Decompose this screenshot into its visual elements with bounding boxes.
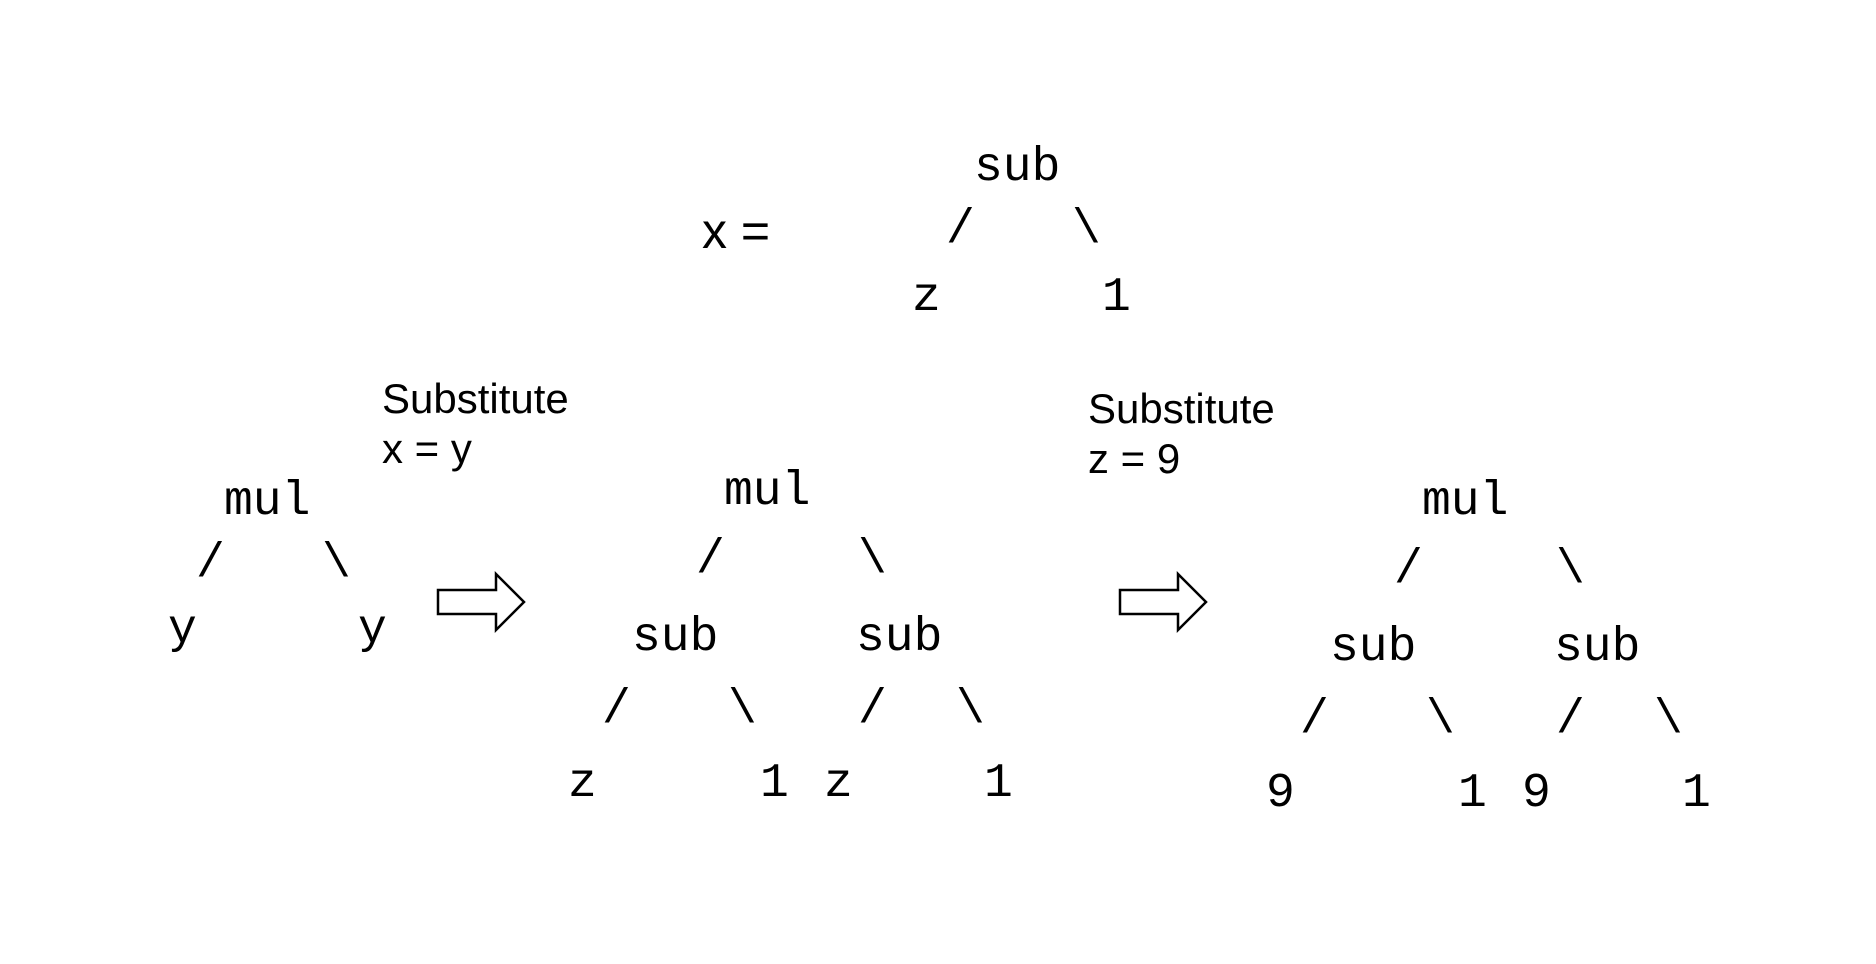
after-z-right-sub-node: sub — [1554, 621, 1641, 675]
after-z-right-sub-leaf-right: 1 — [1682, 767, 1711, 821]
step-1-label: Substitute x = y — [382, 374, 569, 473]
after-z-right-sub-leaf-left: 9 — [1522, 767, 1551, 821]
initial-root-node: mul — [224, 475, 311, 529]
after-z-left-sub-edge-left: / — [1300, 693, 1329, 747]
after-x-edge-left: / — [696, 533, 725, 587]
initial-edge-right: \ — [322, 537, 351, 591]
after-x-right-sub-node: sub — [856, 611, 943, 665]
after-x-left-sub-leaf-right: 1 — [760, 757, 789, 811]
after-x-left-sub-edge-left: / — [602, 683, 631, 737]
after-x-root-node: mul — [724, 465, 811, 519]
after-z-right-sub-edge-left: / — [1556, 693, 1585, 747]
after-z-edge-right: \ — [1556, 543, 1585, 597]
after-z-left-sub-node: sub — [1330, 621, 1417, 675]
after-x-left-sub-leaf-left: z — [568, 757, 597, 811]
after-x-right-sub-leaf-left: z — [824, 757, 853, 811]
step-2-title: Substitute — [1088, 385, 1275, 432]
definition-leaf-right: 1 — [1102, 271, 1131, 325]
definition-lhs: x = — [702, 203, 771, 259]
after-x-edge-right: \ — [858, 533, 887, 587]
definition-edge-right: \ — [1072, 203, 1101, 257]
definition-leaf-left: z — [912, 271, 941, 325]
after-x-left-sub-edge-right: \ — [728, 683, 757, 737]
after-z-right-sub-edge-right: \ — [1654, 693, 1683, 747]
after-x-left-sub-node: sub — [632, 611, 719, 665]
initial-edge-left: / — [196, 537, 225, 591]
initial-leaf-left: y — [168, 603, 197, 657]
after-z-left-sub-leaf-right: 1 — [1458, 767, 1487, 821]
initial-leaf-right: y — [358, 603, 387, 657]
step-2-equation: z = 9 — [1088, 434, 1181, 482]
definition-edge-left: / — [946, 203, 975, 257]
right-arrow-icon — [1118, 570, 1208, 634]
step-1-equation: x = y — [382, 424, 472, 472]
after-z-root-node: mul — [1422, 475, 1509, 529]
step-2-label: Substitute z = 9 — [1088, 384, 1275, 483]
after-z-left-sub-leaf-left: 9 — [1266, 767, 1295, 821]
right-arrow-icon — [436, 570, 526, 634]
after-z-left-sub-edge-right: \ — [1426, 693, 1455, 747]
after-x-right-sub-leaf-right: 1 — [984, 757, 1013, 811]
after-x-right-sub-edge-right: \ — [956, 683, 985, 737]
definition-root-node: sub — [974, 141, 1061, 195]
after-x-right-sub-edge-left: / — [858, 683, 887, 737]
step-1-title: Substitute — [382, 375, 569, 422]
after-z-edge-left: / — [1394, 543, 1423, 597]
